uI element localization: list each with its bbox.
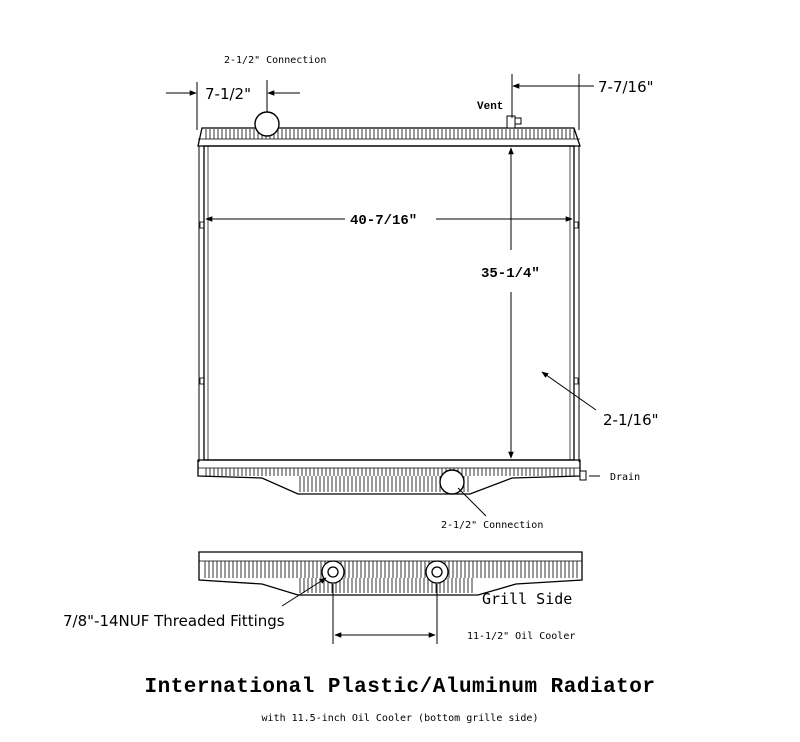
width-label: 40-7/16" <box>350 213 417 229</box>
page-title: International Plastic/Aluminum Radiator <box>144 676 656 699</box>
right-offset-label: 7-7/16" <box>598 78 654 96</box>
left-offset-label: 7-1/2" <box>205 85 251 103</box>
fittings-leader <box>281 577 327 607</box>
top-tank <box>197 127 581 147</box>
threaded-fitting-left <box>321 560 345 584</box>
height-label: 35-1/4" <box>481 266 540 282</box>
threaded-fitting-right <box>425 560 449 584</box>
fittings-label: 7/8"-14NUF Threaded Fittings <box>63 612 285 630</box>
page-subtitle: with 11.5-inch Oil Cooler (bottom grille… <box>261 713 539 724</box>
bottom-connection-label: 2-1/2" Connection <box>441 520 543 531</box>
grill-side-label: Grill Side <box>482 590 572 608</box>
core-depth-leader <box>541 371 597 411</box>
top-connection-port <box>254 111 280 137</box>
bottom-tank <box>197 459 581 495</box>
radiator-bottom-view <box>198 551 583 644</box>
radiator-core <box>203 145 575 461</box>
oil-cooler-label: 11-1/2" Oil Cooler <box>467 631 575 642</box>
dimension-lines <box>166 74 600 517</box>
drain-fitting <box>579 470 587 481</box>
core-depth-label: 2-1/16" <box>603 411 659 429</box>
vent-fitting <box>506 115 522 129</box>
bottom-connection-leader <box>457 487 487 517</box>
top-connection-label: 2-1/2" Connection <box>224 55 326 66</box>
radiator-front-view <box>197 111 587 495</box>
drain-label: Drain <box>610 472 640 483</box>
vent-label: Vent <box>477 101 503 113</box>
